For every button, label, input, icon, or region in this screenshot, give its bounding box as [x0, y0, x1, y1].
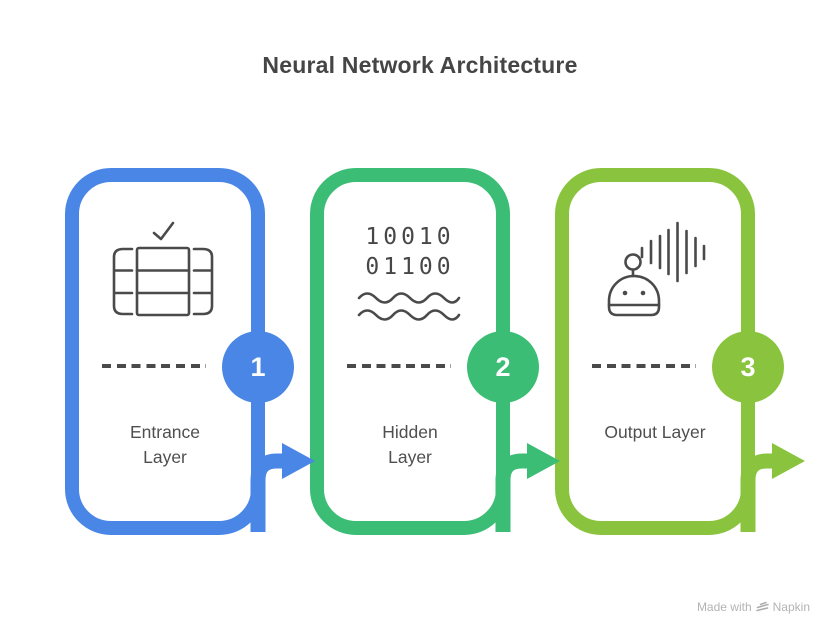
step-number-badge: 1 — [222, 331, 294, 403]
robot-voice-icon — [607, 221, 706, 317]
dashed-separator — [347, 364, 451, 368]
made-with-text: Made with — [696, 600, 752, 614]
made-with-credit: Made with Napkin — [697, 600, 810, 614]
database-table-check-icon — [112, 221, 214, 317]
sound-bars-icon — [640, 221, 706, 283]
flow-arrow-1 — [250, 443, 315, 532]
dashed-separator — [102, 364, 206, 368]
step-label: Entrance Layer — [129, 422, 201, 467]
step-card-entrance-layer: 1 Entrance Layer — [65, 168, 294, 535]
step-number-badge: 2 — [467, 331, 539, 403]
dashed-separator — [592, 364, 696, 368]
data-waves-icon — [357, 292, 461, 321]
check-icon — [152, 221, 175, 241]
step-card-hidden-layer: 10010 01100 2 Hidden Layer — [310, 168, 539, 535]
step-number-badge: 3 — [712, 331, 784, 403]
napkin-logo-icon — [755, 601, 769, 612]
page-title: Neural Network Architecture — [262, 52, 578, 78]
binary-digits-text: 10010 01100 — [365, 224, 455, 280]
step-label: Hidden Layer — [382, 422, 438, 467]
brand-text: Napkin — [772, 600, 810, 614]
step-card-output-layer: 3 Output Layer — [555, 168, 784, 535]
step-label: Output Layer — [604, 422, 706, 442]
flow-arrow-3 — [740, 443, 805, 532]
flow-arrow-2 — [495, 443, 560, 532]
